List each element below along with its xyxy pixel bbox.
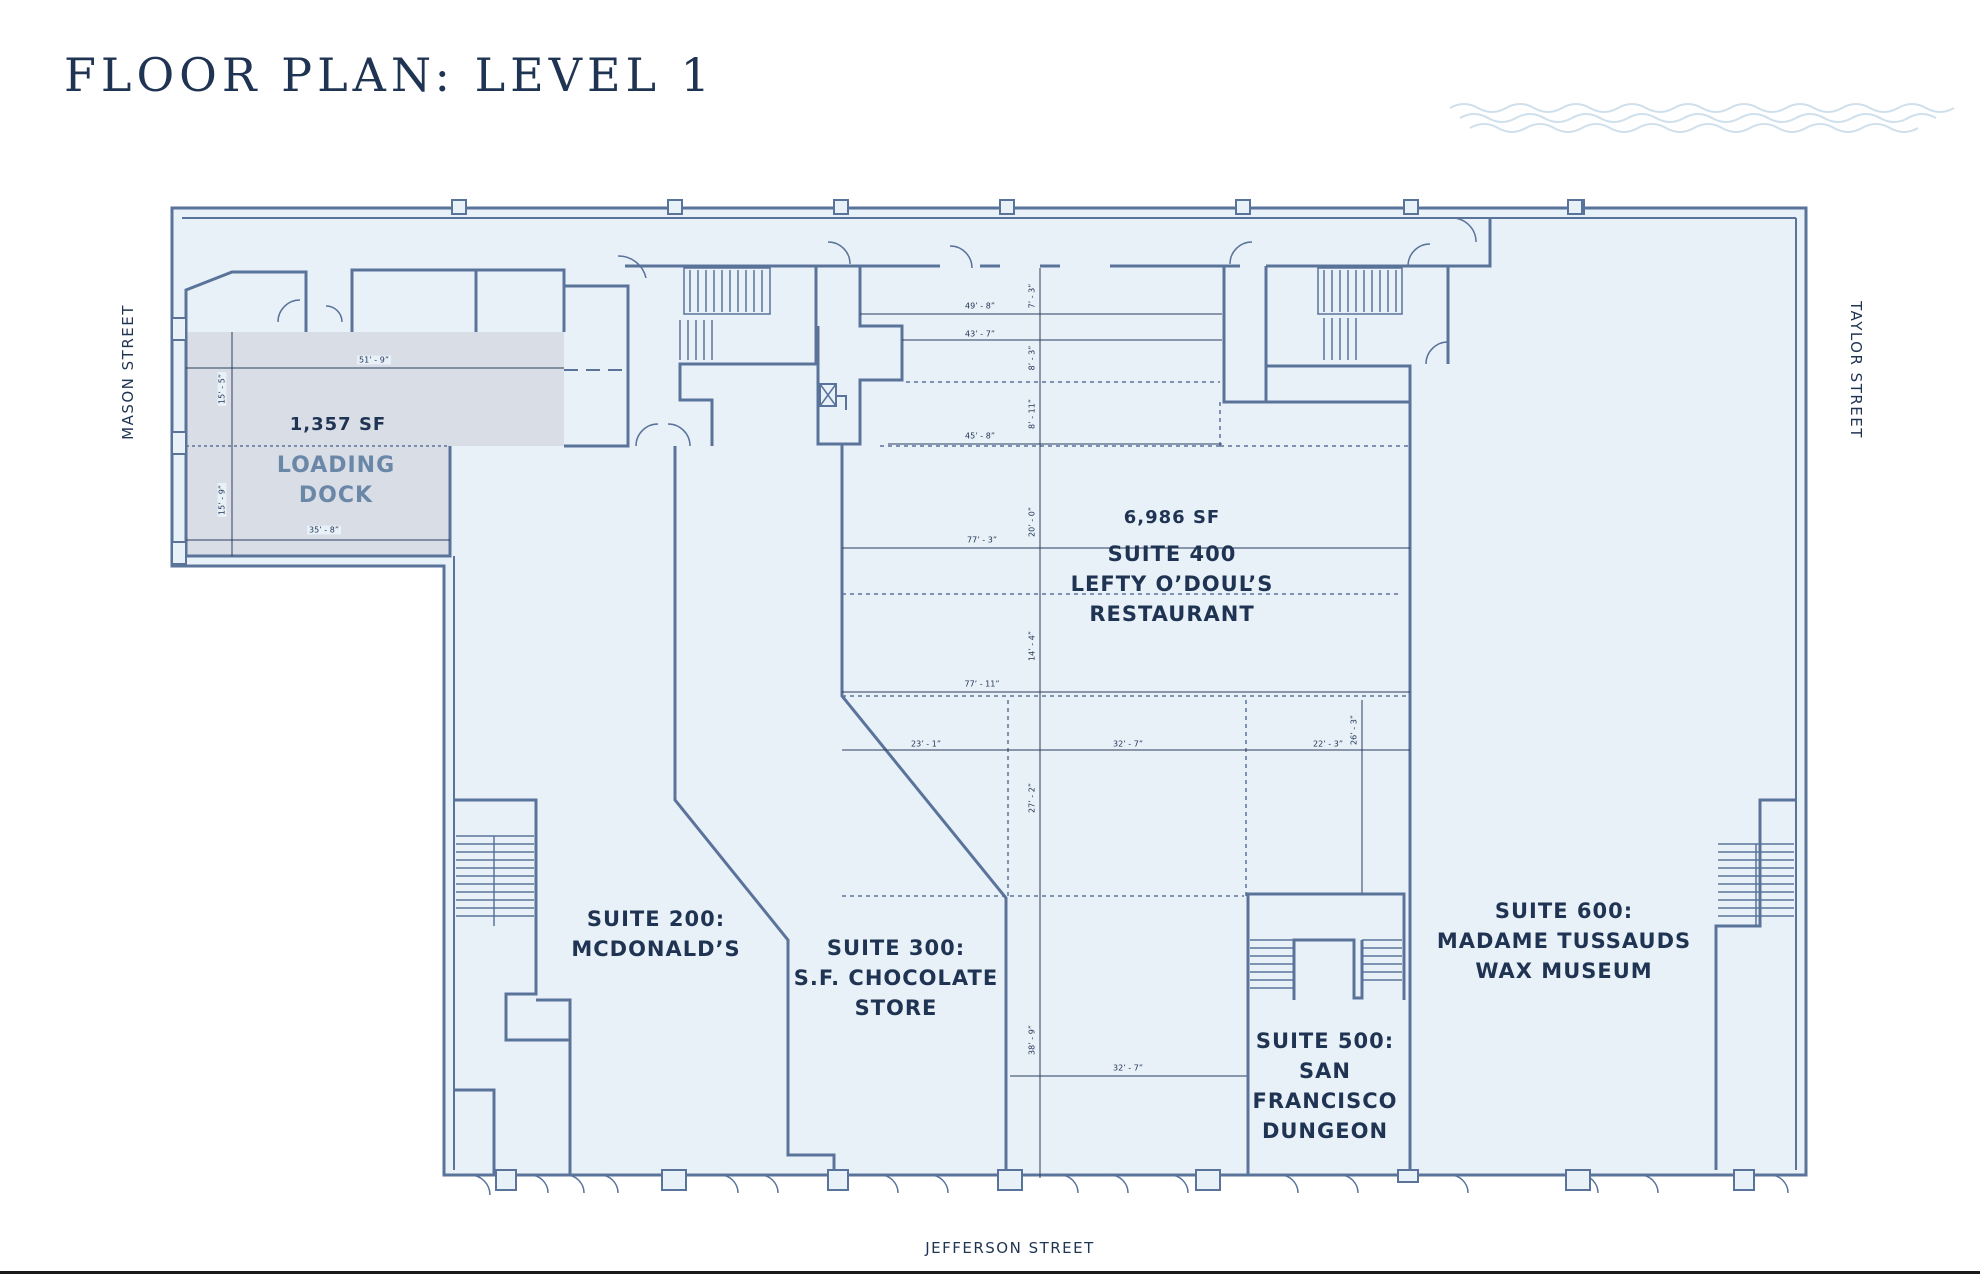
page-title: FLOOR PLAN: LEVEL 1 <box>64 48 715 102</box>
loading-dock-line2: DOCK <box>298 483 374 508</box>
suite-400-line3: RESTAURANT <box>1089 602 1255 626</box>
dimension-label: 7’ - 3” <box>1027 281 1037 311</box>
dimension-label: 35’ - 8” <box>307 525 341 535</box>
stair-right <box>1718 843 1794 926</box>
stair-suite-500 <box>1250 939 1402 989</box>
dimension-label: 77’ - 3” <box>965 535 999 545</box>
stair-top-right <box>1317 267 1403 360</box>
suite-600-label: SUITE 600: MADAME TUSSAUDS WAX MUSEUM <box>1437 896 1691 986</box>
loading-dock-line1: LOADING <box>276 453 396 478</box>
suite-300-line1: SUITE 300: <box>826 936 966 960</box>
dimension-label: 15’ - 9” <box>217 483 227 517</box>
stair-bottom-left <box>456 835 534 926</box>
loading-dock-label: LOADING DOCK <box>277 451 395 511</box>
dimension-label: 8’ - 11” <box>1027 397 1037 431</box>
suite-400-area-label: 6,986 SF <box>1123 507 1221 528</box>
dimension-label: 38’ - 9” <box>1027 1023 1037 1057</box>
dimension-label: 49’ - 8” <box>963 301 997 311</box>
street-label-mason: MASON STREET <box>119 304 137 440</box>
street-label-taylor: TAYLOR STREET <box>1847 301 1865 439</box>
loading-dock-area-label: 1,357 SF <box>289 414 387 435</box>
suite-600-line2: MADAME TUSSAUDS <box>1436 929 1692 953</box>
dimension-label: 32’ - 7” <box>1111 1063 1145 1073</box>
suite-600-line3: WAX MUSEUM <box>1475 959 1653 983</box>
suite-500-line2: SAN <box>1299 1059 1351 1083</box>
dimension-label: 15’ - 5” <box>217 372 227 406</box>
dimension-label: 43’ - 7” <box>963 329 997 339</box>
suite-400-line2: LEFTY O’DOUL’S <box>1070 572 1274 596</box>
dimension-label: 23’ - 1” <box>909 739 943 749</box>
wave-decoration <box>1449 103 1955 133</box>
suite-200-line2: MCDONALD’S <box>571 937 741 961</box>
suite-500-line3: FRANCISCO <box>1252 1089 1398 1113</box>
suite-400-label: SUITE 400 LEFTY O’DOUL’S RESTAURANT <box>1071 539 1274 629</box>
dimension-label: 45’ - 8” <box>963 431 997 441</box>
dimension-label: 51’ - 9” <box>357 355 391 365</box>
suite-500-label: SUITE 500: SAN FRANCISCO DUNGEON <box>1253 1026 1398 1146</box>
suite-300-line3: STORE <box>854 996 938 1020</box>
dimension-label: 8’ - 3” <box>1027 343 1037 373</box>
suite-300-line2: S.F. CHOCOLATE <box>793 966 999 990</box>
suite-200-label: SUITE 200: MCDONALD’S <box>571 904 740 964</box>
loading-dock-area <box>186 332 564 556</box>
dimension-label: 32’ - 7” <box>1111 739 1145 749</box>
suite-500-line4: DUNGEON <box>1261 1119 1389 1143</box>
stair-top-left <box>679 267 771 360</box>
street-label-jefferson: JEFFERSON STREET <box>925 1239 1095 1257</box>
dimension-label: 26’ - 3” <box>1349 713 1359 747</box>
dimension-label: 14’ - 4” <box>1027 629 1037 663</box>
suite-400-line1: SUITE 400 <box>1107 542 1237 566</box>
suite-500-line1: SUITE 500: <box>1255 1029 1395 1053</box>
bottom-rule <box>0 1271 1980 1274</box>
dimension-label: 27’ - 2” <box>1027 781 1037 815</box>
suite-600-line1: SUITE 600: <box>1494 899 1634 923</box>
suite-200-line1: SUITE 200: <box>586 907 726 931</box>
dimension-label: 20’ - 0” <box>1027 505 1037 539</box>
dimension-label: 77’ - 11” <box>962 679 1002 689</box>
suite-300-label: SUITE 300: S.F. CHOCOLATE STORE <box>794 933 998 1023</box>
dimension-label: 22’ - 3” <box>1311 739 1345 749</box>
